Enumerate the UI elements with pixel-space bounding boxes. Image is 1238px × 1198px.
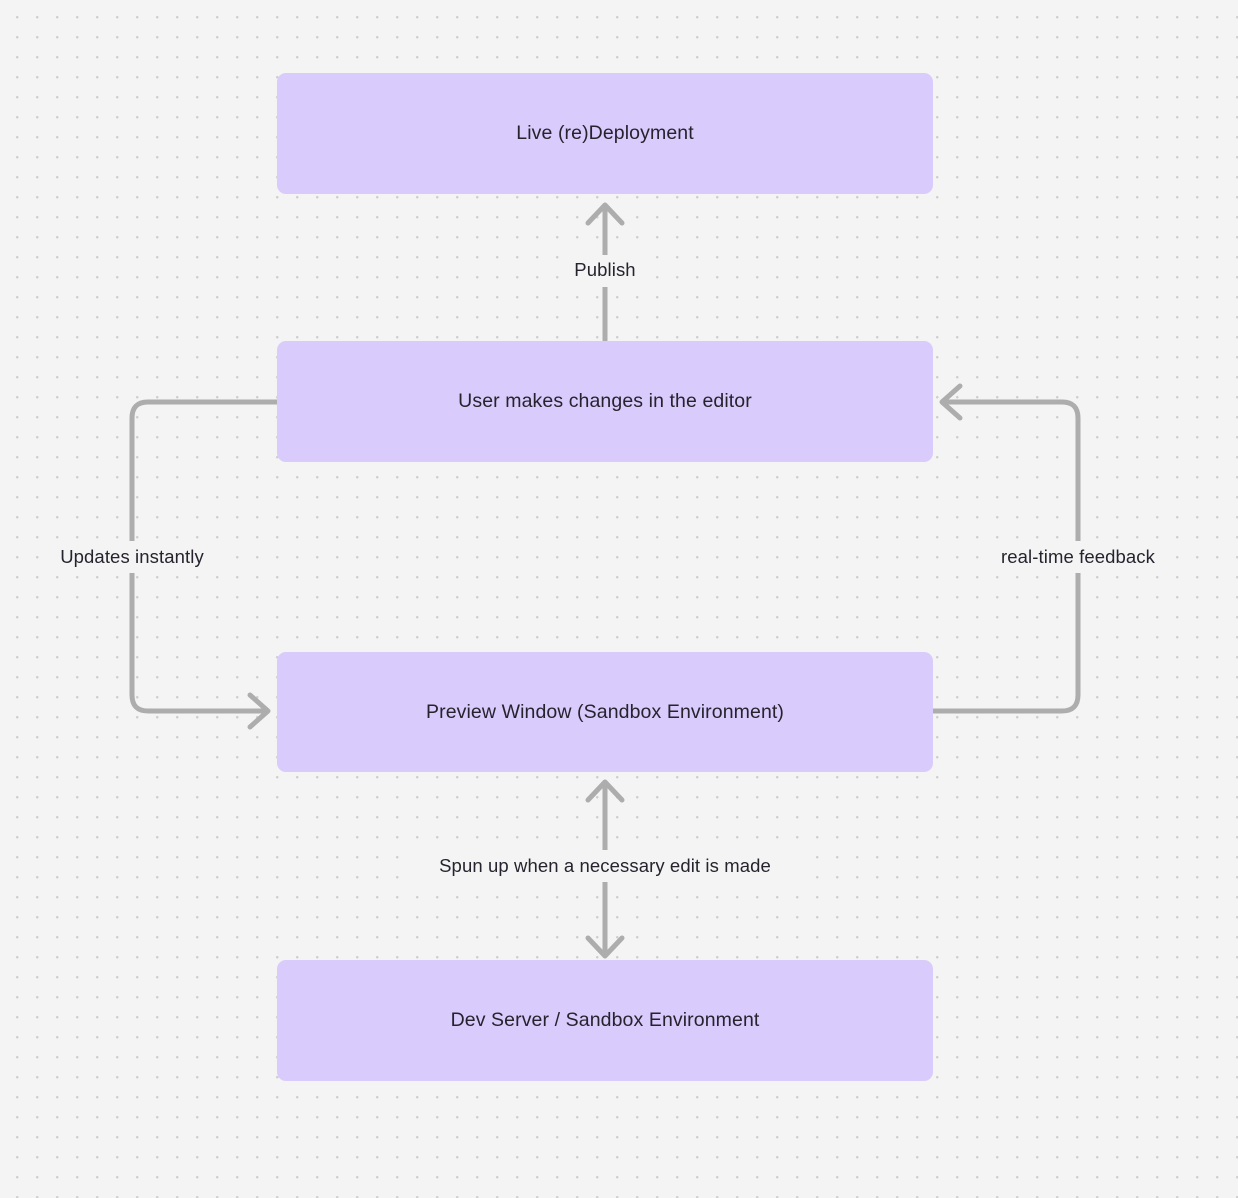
node-live-redeployment[interactable]: Live (re)Deployment: [277, 73, 933, 194]
edge-label-real-time-feedback: real-time feedback: [1001, 546, 1155, 567]
node-user-makes-changes[interactable]: User makes changes in the editor: [277, 341, 933, 462]
node-dev-server[interactable]: Dev Server / Sandbox Environment: [277, 960, 933, 1081]
node-live-redeployment-label: Live (re)Deployment: [516, 122, 694, 145]
node-dev-server-label: Dev Server / Sandbox Environment: [450, 1009, 760, 1032]
node-preview-window-label: Preview Window (Sandbox Environment): [426, 700, 784, 723]
node-preview-window[interactable]: Preview Window (Sandbox Environment): [277, 652, 933, 772]
node-user-makes-changes-label: User makes changes in the editor: [458, 390, 752, 413]
edge-label-publish: Publish: [574, 259, 636, 280]
edge-label-updates-instantly: Updates instantly: [60, 546, 204, 567]
edge-label-spun-up: Spun up when a necessary edit is made: [439, 855, 771, 876]
